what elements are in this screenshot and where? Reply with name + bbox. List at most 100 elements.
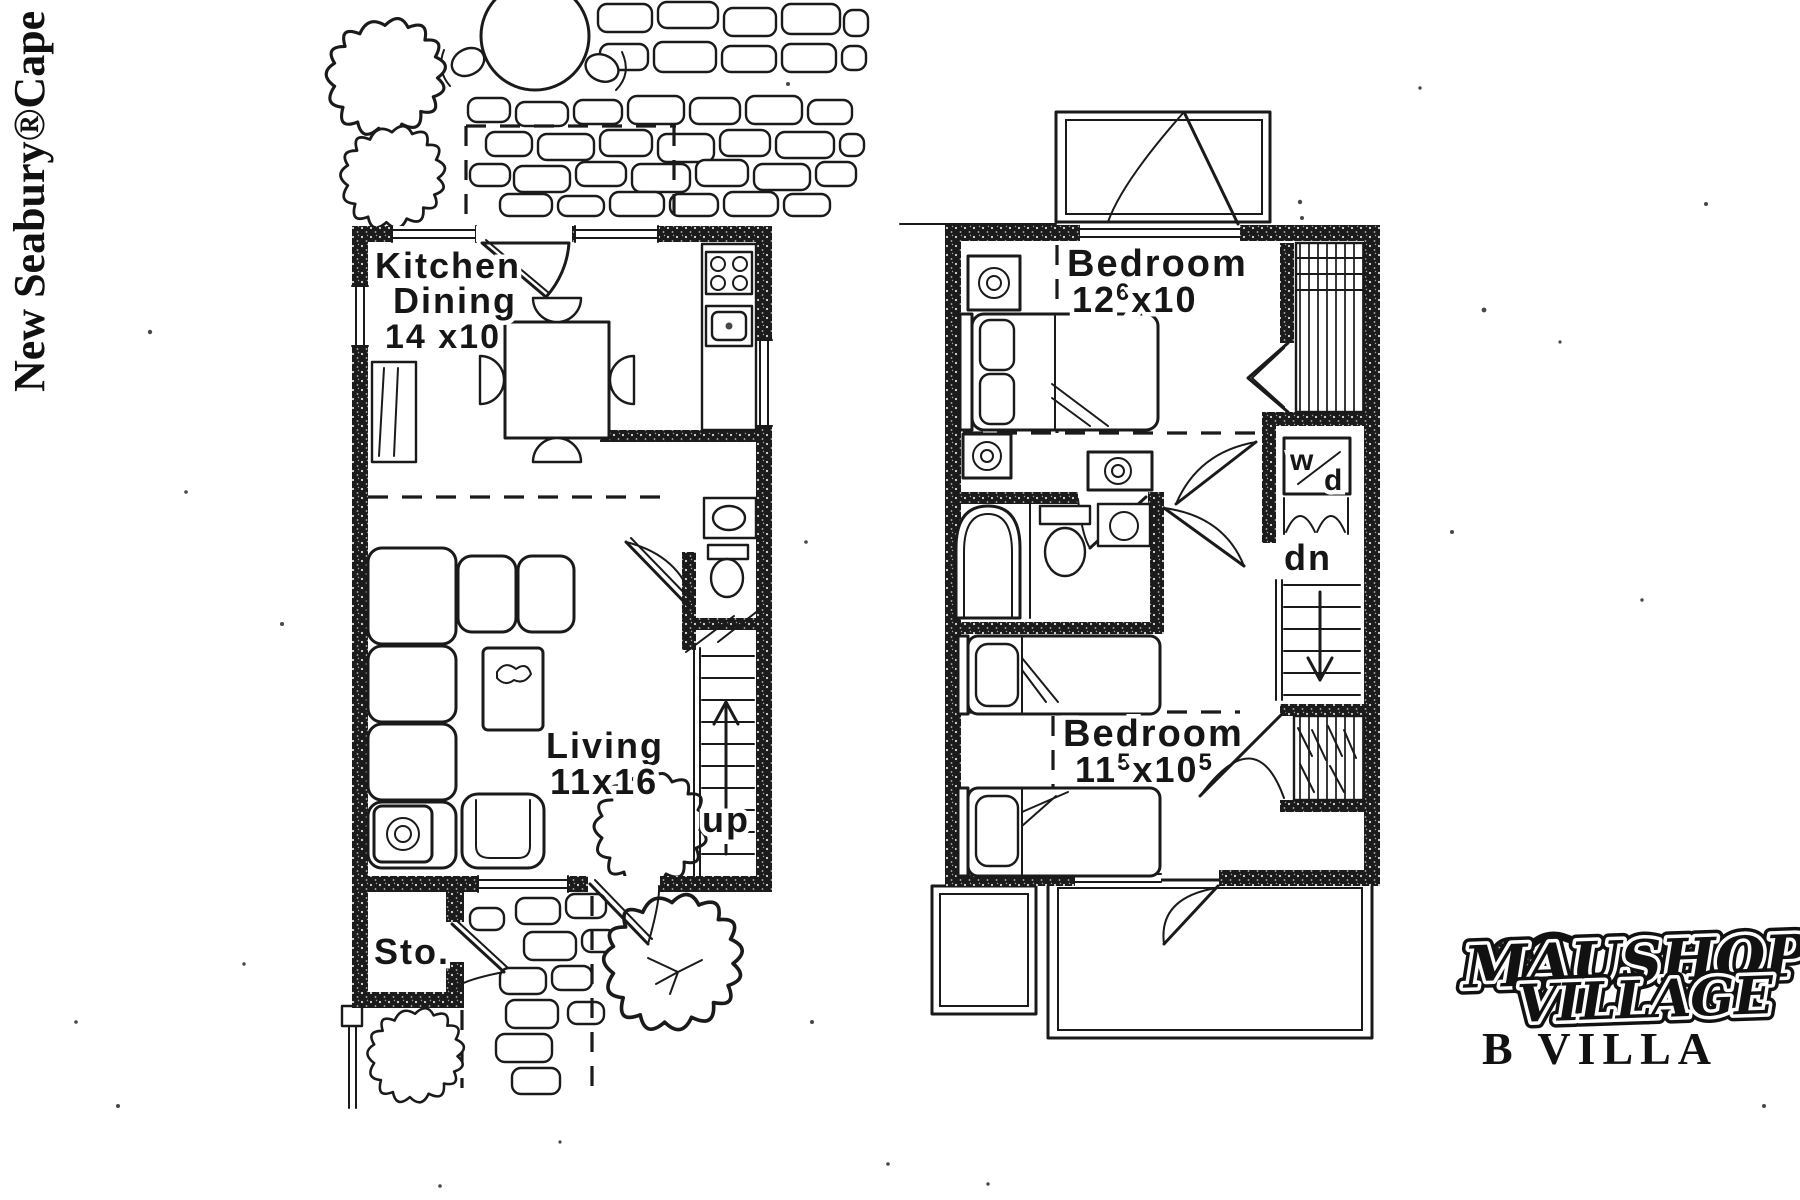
stairs-up: up: [685, 605, 765, 877]
bath-vanity-sink: [1096, 502, 1152, 548]
twin-bed-2: [956, 786, 1162, 878]
logo-line1-inline: MAUSHOP: [1460, 922, 1800, 1002]
toilet-tank: [706, 543, 750, 561]
stairs-up-label: up: [702, 799, 750, 840]
tree-bottom-2: [601, 892, 745, 1032]
living-dimensions: 11x16: [550, 761, 658, 802]
double-bed: [958, 312, 1160, 432]
patio-chair: [584, 53, 620, 83]
logo-line2-inline: VILLAGE: [1516, 965, 1776, 1035]
bedroom2-dimensions: 115x105: [1075, 749, 1214, 790]
patio-stones: [466, 0, 870, 218]
deck-slider-door: [1079, 110, 1241, 241]
bedroom1-name: Bedroom: [1067, 243, 1248, 285]
washer-label: w: [1289, 444, 1315, 477]
kitchen-name-line2: Dining: [393, 280, 517, 321]
shrub-bottom-left: [366, 1006, 466, 1104]
living-name: Living: [546, 725, 664, 766]
living-room: Living 11x16: [366, 546, 667, 870]
patio-boundary-dashed-lines: [464, 124, 676, 222]
second-floor-walls: [945, 225, 1380, 886]
villa-unit-label: B VILLA: [1482, 1023, 1718, 1074]
kitchen-dimensions: 14 x10: [385, 318, 501, 356]
first-floor-windows: [351, 225, 773, 893]
walkway-stones: [460, 892, 618, 1096]
tree-top-1: [324, 16, 447, 137]
toilet-icon: [709, 557, 745, 599]
hall-dresser-lamp: [1086, 450, 1154, 492]
hall-door-swing: [624, 537, 695, 610]
bedroom1-dimensions: 126x10: [1072, 279, 1197, 320]
coffee-table: [481, 646, 545, 732]
wd-slash: [1297, 451, 1341, 485]
window-top-left: [391, 225, 477, 243]
armchair: [460, 792, 546, 870]
closet-bifold-doors: [1246, 341, 1290, 414]
kitchen-patio-door: [476, 226, 572, 299]
landscape-trees: [324, 16, 745, 1104]
upper-deck: [1054, 110, 1272, 224]
hall-door-swings: [1162, 440, 1258, 568]
bedroom1-closet: [1246, 241, 1366, 414]
storage-door: [450, 919, 509, 991]
sideboard: [370, 360, 418, 464]
living-patio-door: [588, 876, 661, 946]
stairs-down-label: dn: [1284, 537, 1332, 578]
stair-direction-arrow-up: [712, 700, 740, 856]
side-brand-text: New Seabury®Cape Co: [5, 0, 54, 392]
first-floor-plan: Kitchen Dining 14 x10: [351, 225, 773, 1008]
logo-line1: MAUSHOP: [1460, 922, 1800, 1002]
maushop-village-logo: MAUSHOP MAUSHOP MAUSHOP VILLAGE VILLAGE …: [1453, 915, 1800, 1042]
laundry-closet: w d: [1282, 436, 1352, 535]
nightstand-lamp-2: [961, 432, 1013, 480]
stairs-down: dn: [1275, 533, 1361, 701]
bedroom2-closet-door: [1198, 710, 1286, 799]
kitchen-name-line1: Kitchen: [375, 245, 521, 286]
patio-table-and-chairs: [440, 0, 627, 92]
window-top-right: [574, 225, 659, 243]
bedroom1-label: Bedroom 126x10: [1063, 239, 1251, 325]
bedroom1: Bedroom 126x10: [958, 239, 1251, 492]
bathtub-icon: [954, 504, 1022, 620]
lower-deck-left: [930, 884, 1038, 1016]
kitchen-sink-icon: [704, 304, 754, 348]
powder-sink-icon: [711, 504, 747, 532]
tree-top-2: [339, 124, 447, 230]
scan-noise-specks: [74, 82, 1766, 1188]
powder-room: [702, 496, 758, 599]
second-floor-plan: Bedroom 126x10: [899, 110, 1380, 1040]
stair-direction-arrow-down: [1306, 590, 1334, 682]
window-bottom-wall: [477, 875, 569, 893]
bedroom2-name: Bedroom: [1063, 713, 1244, 755]
kitchen-label: Kitchen Dining 14 x10: [371, 241, 524, 361]
logo-swirl-icon: [1487, 931, 1579, 1012]
bedroom2: Bedroom 115x105: [956, 634, 1247, 878]
lower-deck-right: [1046, 878, 1374, 1040]
logo-line2: VILLAGE: [1516, 965, 1776, 1035]
nightstand-lamp-1: [966, 254, 1022, 312]
kitchen-dining-room: Kitchen Dining 14 x10: [368, 241, 758, 499]
bedroom2-deck-door: [1162, 884, 1220, 946]
stair-break-line: [685, 605, 765, 653]
stair-treads-down: [1283, 584, 1361, 696]
window-right-wall: [755, 339, 773, 427]
patio-round-table: [479, 0, 591, 92]
window-left-wall: [351, 285, 369, 347]
bedroom2-closet: [1198, 710, 1366, 802]
living-label: Living 11x16: [542, 721, 667, 807]
dryer-label: d: [1324, 464, 1344, 497]
bedroom2-label: Bedroom 115x105: [1059, 709, 1247, 795]
side-table-lamp: [372, 804, 434, 864]
stair-treads: [701, 655, 755, 855]
patio-chair: [450, 46, 486, 78]
storage-room: Sto.: [370, 927, 453, 977]
bathroom: [954, 492, 1152, 620]
storage-label: Sto.: [374, 931, 450, 972]
first-floor-doors: [450, 226, 695, 991]
dining-table: [478, 296, 636, 464]
toilet-icon-2: [1038, 504, 1092, 578]
title-block: MAUSHOP MAUSHOP MAUSHOP VILLAGE VILLAGE …: [1453, 915, 1800, 1074]
laundry-bifold-doors: [1283, 497, 1349, 535]
